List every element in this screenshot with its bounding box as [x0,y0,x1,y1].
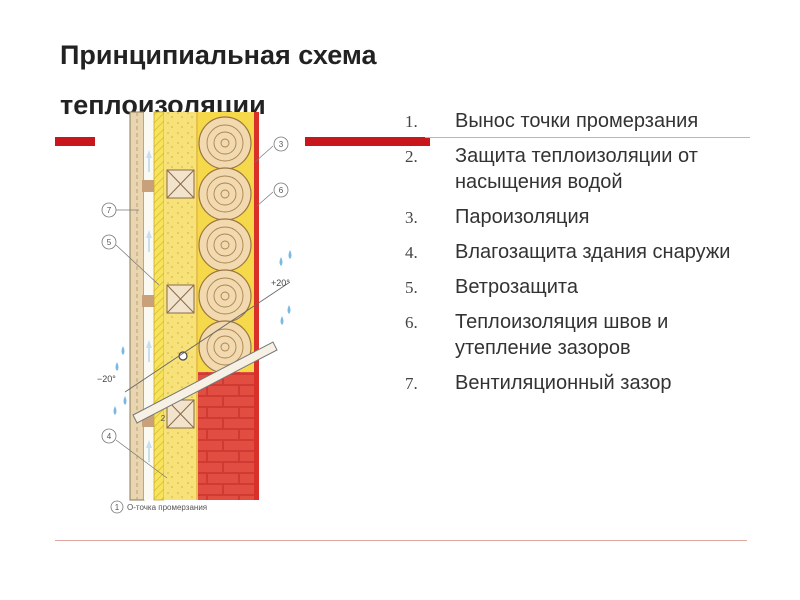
list-item: 3. Пароизоляция [405,204,765,230]
list-item: 4. Влагозащита здания снаружи [405,239,765,265]
outer-cladding [129,111,145,501]
list-text: Защита теплоизоляции от насыщения водой [455,145,698,193]
insulation-diagram: 7 5 4 3 6 2 1 +20° −20° O-точка промерза… [97,111,292,514]
accent-bar-left [55,137,95,146]
callout-label-1: 1 [115,503,120,512]
list-item: 7. Вентиляционный зазор [405,370,765,396]
accent-bar-right [305,137,430,146]
wood-blocks [166,169,195,429]
list-number: 1. [405,112,418,131]
freezing-point-legend: O-точка промерзания [127,503,207,512]
spacer [142,295,156,307]
brick-wall [198,372,254,500]
callout-label-2: 2 [161,414,166,423]
list-text: Ветрозащита [455,276,578,298]
air-flow-arrow-icon [146,150,152,462]
callout-label-4: 4 [107,432,112,441]
list-item: 5. Ветрозащита [405,274,765,300]
water-drop-icon [113,250,292,415]
callout-label-5: 5 [107,238,112,247]
list-text: Пароизоляция [455,206,590,228]
list-number: 4. [405,243,418,262]
page-title: Принципиальная схема теплоизоляции [60,40,377,120]
list-number: 3. [405,208,418,227]
list-number: 6. [405,313,418,332]
callout-leaders [115,145,274,479]
list-item: 1. Вынос точки промерзания [405,108,765,134]
callout-label-6: 6 [279,186,284,195]
inner-finish [254,112,259,500]
temp-outside-label: −20° [97,374,116,384]
temp-inside-label: +20° [271,278,290,288]
list-number: 5. [405,278,418,297]
callout-label-7: 7 [107,206,112,215]
wind-membrane [153,111,165,501]
insulation-list: 1. Вынос точки промерзания 2. Защита теп… [405,108,765,405]
spacer [142,180,156,192]
list-item: 6. Теплоизоляция швов и утепление зазоро… [405,309,765,361]
list-text: Вентиляционный зазор [455,372,672,394]
callout-circles [101,136,289,514]
eave-plate [132,341,278,424]
header-rule [425,137,750,138]
list-item: 2. Защита теплоизоляции от насыщения вод… [405,143,765,195]
list-text: Вынос точки промерзания [455,110,699,132]
list-number: 7. [405,374,418,393]
temperature-line [124,281,291,393]
footer-rule [55,540,747,541]
list-number: 2. [405,147,418,166]
log-rings [206,124,244,366]
list-text: Теплоизоляция швов и утепление зазоров [455,311,669,359]
list-text: Влагозащита здания снаружи [455,241,731,263]
callout-label-3: 3 [279,140,284,149]
